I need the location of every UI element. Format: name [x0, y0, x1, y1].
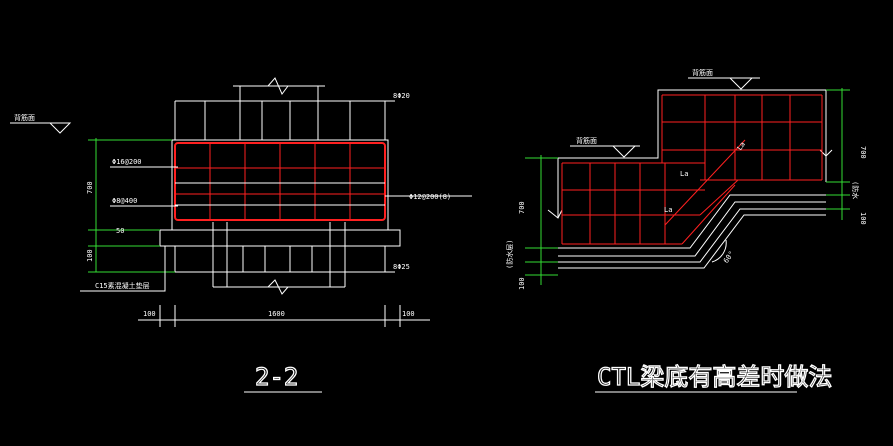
slope-bar-1 [664, 139, 746, 226]
dim-fangshui-right: (防水 [851, 181, 860, 199]
ctl-detail: 背筋面 背筋面 [505, 68, 867, 393]
label-top-rebar: 8Φ20 [393, 92, 410, 100]
dim-100-bottom-left: 100 [143, 310, 156, 318]
ground-label-mid: 背筋面 [576, 136, 597, 145]
break-mark-bottom [267, 279, 289, 295]
beam-outline-right [557, 89, 827, 218]
dim-700-left: 700 [86, 181, 94, 194]
title-2-2: 2-2 [255, 363, 298, 391]
dim-1600: 1600 [268, 310, 285, 318]
label-stirrup-1: Φ16@200 [112, 158, 142, 166]
ground-triangle-mid [611, 145, 637, 158]
dim-700-right-right: 700 [859, 146, 867, 159]
dim-100-right-left: 100 [518, 277, 526, 290]
la-label-1: La [736, 140, 747, 152]
section-2-2: 背筋面 [10, 77, 472, 393]
label-stirrup-2: Φ8@400 [112, 197, 137, 205]
dim-fangshui-left: (防水层) [505, 240, 514, 269]
slope-bar-2 [681, 184, 736, 245]
ground-label-top: 背筋面 [692, 68, 713, 77]
dim-100-right-right: 100 [859, 212, 867, 225]
ground-triangle-left [48, 122, 72, 134]
title-ctl: CTL梁底有高差时做法 [597, 363, 832, 391]
label-bottom-rebar: 8Φ25 [393, 263, 410, 271]
label-cushion: C15素混凝土垫层 [95, 281, 150, 290]
dim-700-right-left: 700 [518, 201, 526, 214]
label-stirrup-3: Φ12@200(8) [409, 193, 451, 201]
ground-triangle-top [728, 77, 754, 90]
dim-100-bottom-right: 100 [402, 310, 415, 318]
cushion-layer [159, 229, 401, 247]
dim-50-left: 50 [116, 227, 124, 235]
break-left [547, 209, 563, 219]
la-label-3: La [664, 206, 672, 214]
dim-100-left: 100 [86, 249, 94, 262]
ground-label-left: 背筋面 [14, 113, 35, 122]
break-mark-top [267, 77, 289, 95]
cushion-leader [80, 246, 166, 292]
la-label-2: La [680, 170, 688, 178]
